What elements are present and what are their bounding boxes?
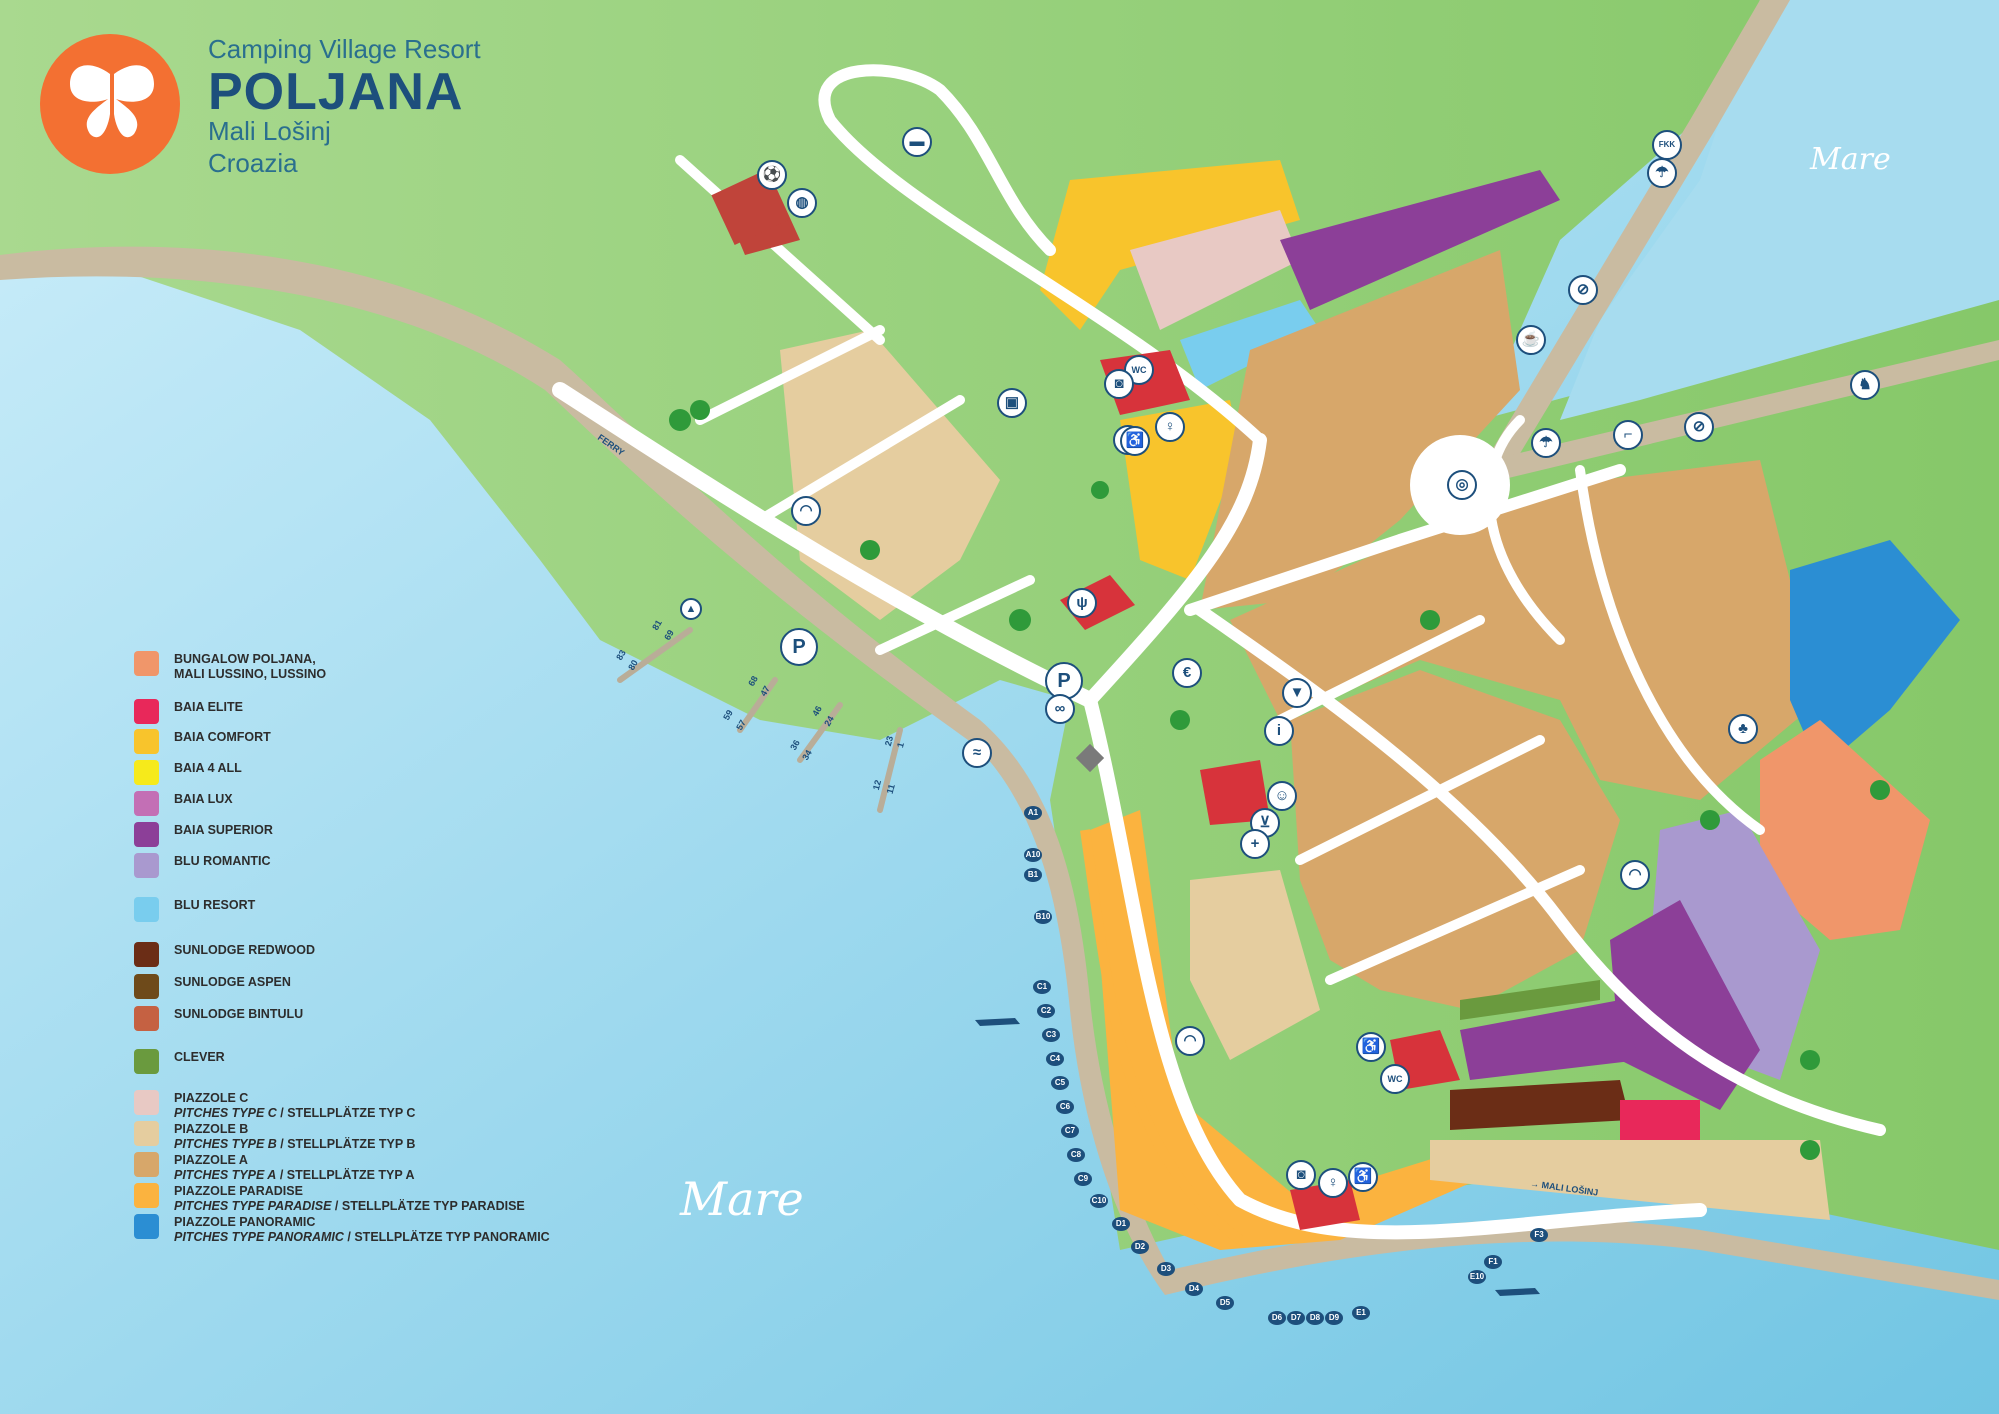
accessible-icon[interactable]: ♿: [1348, 1162, 1378, 1192]
berth-marker: D1: [1112, 1217, 1130, 1231]
berth-marker: C9: [1074, 1172, 1092, 1186]
legend-swatch: [134, 1214, 159, 1239]
legend-swatch: [134, 1152, 159, 1177]
legend-swatch: [134, 822, 159, 847]
cafe-icon[interactable]: ☕: [1516, 325, 1546, 355]
legend-swatch: [134, 942, 159, 967]
legend-swatch: [134, 699, 159, 724]
berth-marker: C3: [1042, 1028, 1060, 1042]
dog-beach-icon[interactable]: ♞: [1850, 370, 1880, 400]
berth-marker: C4: [1046, 1052, 1064, 1066]
resort-country: Croazia: [208, 148, 298, 178]
boat-launch-icon[interactable]: ≈: [962, 738, 992, 768]
berth-marker: A1: [1024, 806, 1042, 820]
wc-icon[interactable]: WC: [1380, 1064, 1410, 1094]
accessible-icon[interactable]: ♿: [1356, 1032, 1386, 1062]
trees: [669, 400, 1890, 1160]
fkk-icon[interactable]: FKK: [1652, 130, 1682, 160]
no-dogs-icon[interactable]: ⊘: [1684, 412, 1714, 442]
legend-swatch: [134, 1049, 159, 1074]
berth-marker: C6: [1056, 1100, 1074, 1114]
restaurant-icon[interactable]: ψ: [1067, 588, 1097, 618]
berth-marker: C10: [1090, 1194, 1108, 1208]
berth-marker: F1: [1484, 1255, 1502, 1269]
no-diving-icon[interactable]: ⊘: [1568, 275, 1598, 305]
legend-swatch: [134, 853, 159, 878]
berth-marker: D2: [1131, 1240, 1149, 1254]
resort-header: Camping Village Resort POLJANA Mali Loši…: [40, 34, 500, 184]
car-icon[interactable]: ▬: [902, 127, 932, 157]
berth-marker: B1: [1024, 868, 1042, 882]
butterfly-icon: [70, 65, 154, 138]
sea-inlet: [1560, 0, 1999, 420]
legend-swatch: [134, 1006, 159, 1031]
legend-swatch: [134, 1090, 159, 1115]
berth-marker: F3: [1530, 1228, 1548, 1242]
berth-marker: C8: [1067, 1148, 1085, 1162]
berth-marker: D5: [1216, 1296, 1234, 1310]
berth-marker: D4: [1185, 1282, 1203, 1296]
euro-icon[interactable]: €: [1172, 658, 1202, 688]
berth-marker: E1: [1352, 1306, 1370, 1320]
resort-name: POLJANA: [208, 63, 464, 121]
berth-marker: E10: [1468, 1270, 1486, 1284]
berth-marker: C2: [1037, 1004, 1055, 1018]
berth-marker: C1: [1033, 980, 1051, 994]
legend-swatch: [134, 791, 159, 816]
wifi-icon[interactable]: ◠: [1620, 860, 1650, 890]
info-icon[interactable]: i: [1264, 716, 1294, 746]
berth-marker: D8: [1306, 1311, 1324, 1325]
legend-swatch: [134, 760, 159, 785]
camper-service-icon[interactable]: ▣: [997, 388, 1027, 418]
laundry-icon[interactable]: ◙: [1104, 369, 1134, 399]
legend-swatch: [134, 729, 159, 754]
bicycle-icon[interactable]: ∞: [1045, 694, 1075, 724]
boats: [975, 1018, 1540, 1296]
laundry-icon[interactable]: ◙: [1286, 1160, 1316, 1190]
berth-marker: B10: [1034, 910, 1052, 924]
ice-cream-icon[interactable]: ▼: [1282, 678, 1312, 708]
wifi-icon[interactable]: ◠: [791, 496, 821, 526]
animation-icon[interactable]: ☺: [1267, 781, 1297, 811]
shore-promenade: [0, 246, 1999, 1301]
shore-ne: [1480, 0, 1790, 470]
paradise-strip: [1080, 829, 1244, 1244]
legend-swatch: [134, 974, 159, 999]
roads: [552, 64, 1886, 1240]
beach-umbrella-icon[interactable]: ☂: [1531, 428, 1561, 458]
berth-marker: D9: [1325, 1311, 1343, 1325]
wifi-icon[interactable]: ◠: [1175, 1026, 1205, 1056]
berth-marker: C5: [1051, 1076, 1069, 1090]
accessible-icon[interactable]: ♿: [1120, 426, 1150, 456]
legend-swatch: [134, 1121, 159, 1146]
piers: [617, 627, 903, 813]
berth-marker: A10: [1024, 848, 1042, 862]
tennis-icon[interactable]: ◍: [787, 188, 817, 218]
wc-icon[interactable]: WC: [1124, 355, 1154, 385]
first-aid-icon[interactable]: +: [1240, 829, 1270, 859]
sunbed-icon[interactable]: ⌐: [1613, 420, 1643, 450]
resort-logo: [40, 34, 180, 174]
berth-marker: C7: [1061, 1124, 1079, 1138]
parking-icon[interactable]: P: [780, 628, 818, 666]
beach-umbrella-icon[interactable]: ☂: [1647, 158, 1677, 188]
berth-marker: D3: [1157, 1262, 1175, 1276]
family-icon[interactable]: ♀: [1318, 1168, 1348, 1198]
lighthouse-icon: ▲: [680, 598, 702, 620]
resort-town: Mali Lošinj: [208, 116, 331, 146]
football-icon[interactable]: ⚽: [757, 160, 787, 190]
family-icon[interactable]: ♀: [1155, 412, 1185, 442]
legend-swatch: [134, 1183, 159, 1208]
playground-icon[interactable]: ♣: [1728, 714, 1758, 744]
legend-swatch: [134, 651, 159, 676]
sea-label-sw: Mare: [680, 1172, 804, 1226]
legend-swatch: [134, 897, 159, 922]
volleyball-icon[interactable]: ◎: [1447, 470, 1477, 500]
berth-marker: D7: [1287, 1311, 1305, 1325]
resort-type: Camping Village Resort: [208, 34, 481, 64]
berth-marker: D6: [1268, 1311, 1286, 1325]
sea-label-ne: Mare: [1810, 142, 1891, 177]
